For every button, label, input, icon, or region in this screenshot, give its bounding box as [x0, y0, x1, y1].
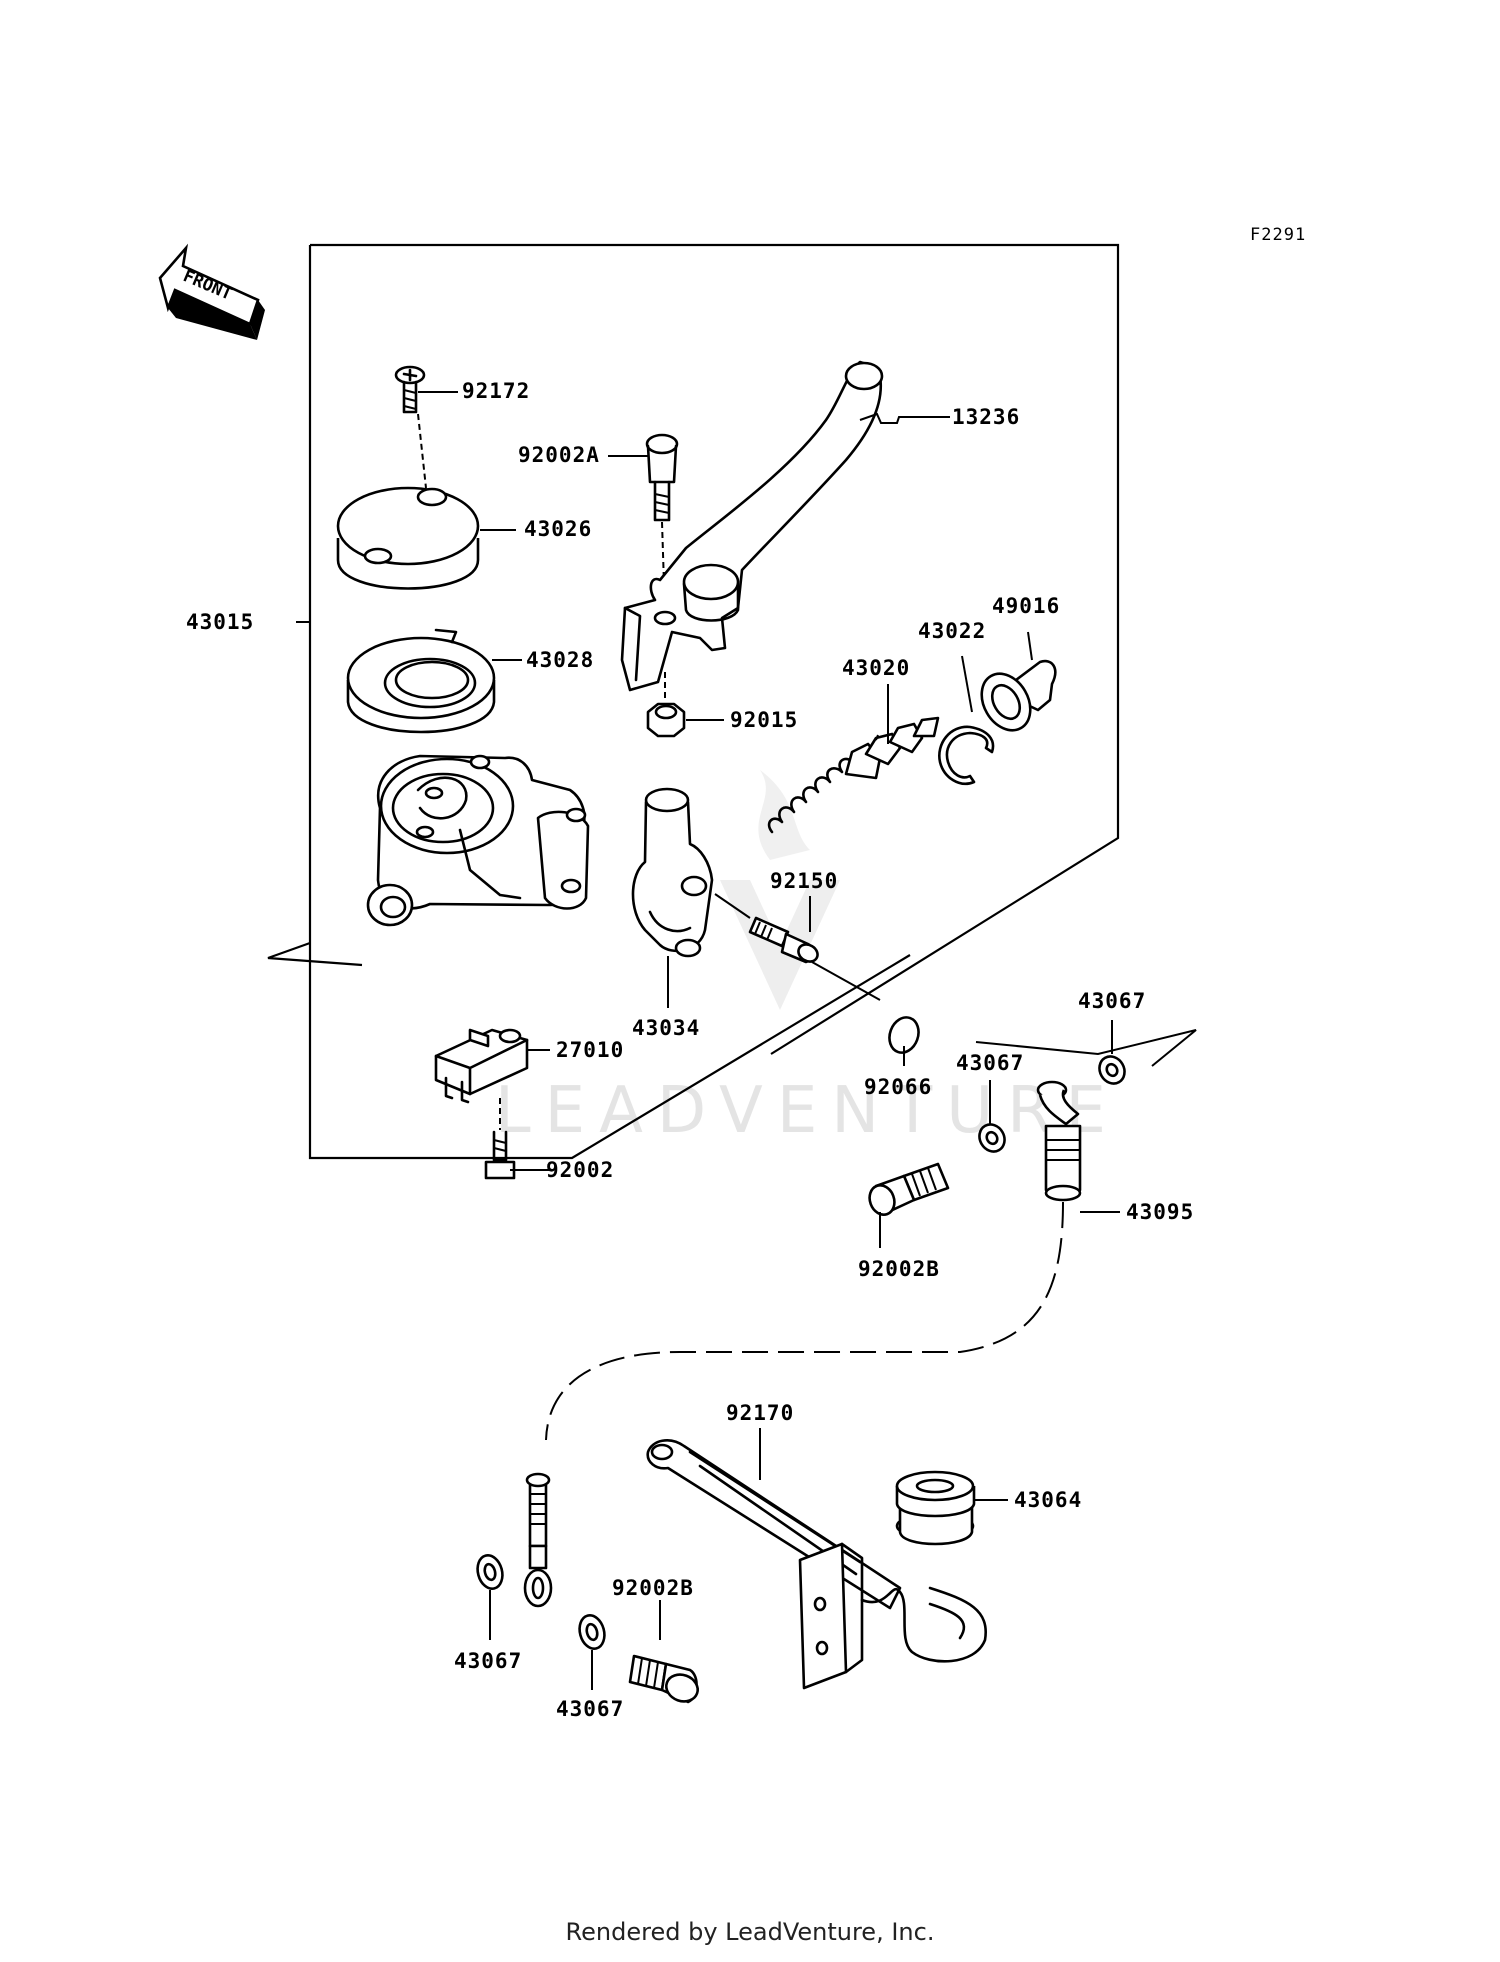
- label-43028: 43028: [526, 648, 594, 672]
- label-27010: 27010: [556, 1038, 624, 1062]
- label-43020: 43020: [842, 656, 910, 680]
- washer-43067-upper: [1098, 1055, 1126, 1085]
- pivot-bolt-92002A: [645, 433, 679, 700]
- nut-92015: [646, 702, 686, 738]
- watermark-text: LEADVENTURE: [495, 1074, 1120, 1148]
- label-92002A: 92002A: [518, 443, 600, 467]
- label-43064: 43064: [1014, 1488, 1082, 1512]
- label-92002B-lower: 92002B: [612, 1576, 694, 1600]
- frame-leader-left: [267, 941, 363, 967]
- brake-hose-lower-fitting: [523, 1472, 553, 1608]
- clamp-43034: [631, 787, 714, 958]
- banjo-bolt-92002B-lower: [628, 1654, 699, 1704]
- assembly-frame: [308, 243, 1120, 1160]
- footer-credit: Rendered by LeadVenture, Inc.: [565, 1918, 935, 1946]
- grommet-43064: [895, 1470, 976, 1546]
- switch-27010: [434, 1028, 529, 1104]
- label-92172: 92172: [462, 379, 530, 403]
- washer-43067-middle: [978, 1123, 1006, 1153]
- piston-43020: [767, 716, 940, 834]
- label-92170: 92170: [726, 1401, 794, 1425]
- label-92066: 92066: [864, 1075, 932, 1099]
- banjo-connection-line: [975, 1029, 1197, 1067]
- label-92150: 92150: [770, 869, 838, 893]
- label-49016: 49016: [992, 594, 1060, 618]
- washer-43067-lower-left: [476, 1553, 504, 1591]
- screw-92172: [394, 365, 427, 489]
- label-43034: 43034: [632, 1016, 700, 1040]
- label-43026: 43026: [524, 517, 592, 541]
- brake-lever-13236: [620, 360, 884, 692]
- label-43067-lower-left: 43067: [454, 1649, 522, 1673]
- label-43022: 43022: [918, 619, 986, 643]
- leader-lines: [296, 391, 1120, 1690]
- label-92002: 92002: [546, 1158, 614, 1182]
- label-43067-lower-right: 43067: [556, 1697, 624, 1721]
- banjo-bolt-92002B-upper: [868, 1162, 950, 1216]
- part-labels: 92172 13236 92002A 43026 43015 49016 430…: [186, 379, 1194, 1721]
- washer-43067-lower-right: [578, 1613, 606, 1651]
- front-arrow-icon: FRONT: [158, 243, 265, 340]
- diaphragm-43028: [346, 628, 496, 734]
- boot-49016: [980, 659, 1057, 732]
- master-cylinder-body: [366, 754, 590, 927]
- label-43015: 43015: [186, 610, 254, 634]
- cap-43026: [336, 486, 480, 590]
- screw-92002: [484, 1098, 516, 1180]
- bracket-92170: [646, 1439, 987, 1690]
- circlip-43022: [938, 725, 995, 785]
- brake-hose-43095: [545, 1080, 1082, 1441]
- label-92002B-upper: 92002B: [858, 1257, 940, 1281]
- label-43095: 43095: [1126, 1200, 1194, 1224]
- plug-92066: [888, 1016, 920, 1054]
- figure-code: F2291: [1250, 225, 1306, 245]
- label-13236: 13236: [952, 405, 1020, 429]
- label-43067-upper: 43067: [1078, 989, 1146, 1013]
- label-43067-middle: 43067: [956, 1051, 1024, 1075]
- label-92015: 92015: [730, 708, 798, 732]
- bolt-92150: [748, 916, 819, 964]
- clamp-axis-line: [714, 893, 881, 1001]
